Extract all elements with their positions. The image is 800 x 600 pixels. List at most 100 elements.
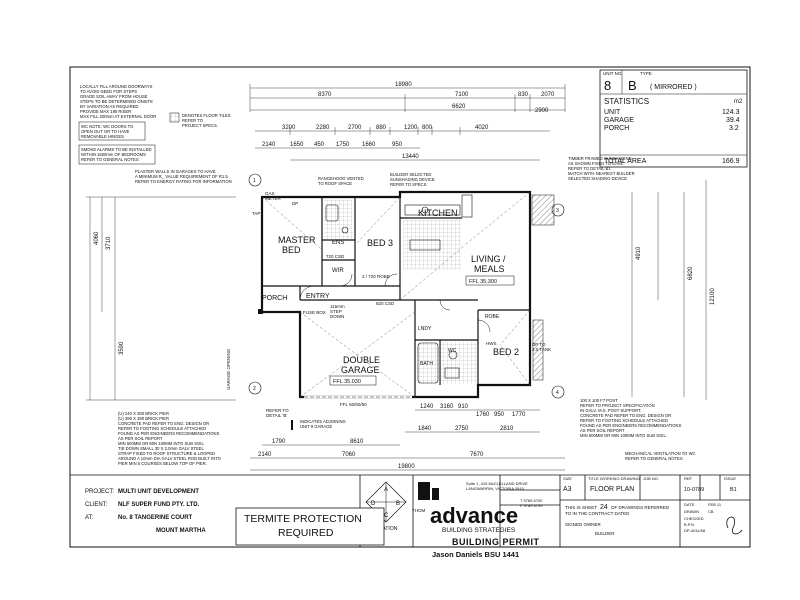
plaster-note: PLASTER WALLS IN GARAGES TO HAVE A MINIM… xyxy=(135,169,232,184)
dims-bottom-d-text: 19800 xyxy=(398,464,415,470)
notes-vent-note-0-text: MECHANICAL VENTILATION TO WC xyxy=(625,451,696,456)
notes-post-note-4-text: REFER TO FOOTING SCHEDULE ATTACHED xyxy=(580,418,668,423)
adjoining-unit-note: INDICATES ADJOINING UNIT 9 GARAGE xyxy=(291,419,346,430)
header-stats-1-value-text: 39.4 xyxy=(726,117,740,124)
rooms-gas-meter-1-text: METER xyxy=(265,196,282,201)
header-stats-1-label-text: GARAGE xyxy=(604,117,634,124)
dims-top-row-0-text: 8370 xyxy=(318,92,332,98)
room-ensuite: ENS xyxy=(332,240,344,246)
firm-logo-mark xyxy=(418,482,430,500)
tank-label: DP TO xyxy=(532,342,546,347)
sunshade-hatch xyxy=(531,194,555,226)
notes-smoke-note-0-text: SMOKE ALARMS TO BE INSTALLED xyxy=(81,147,152,152)
labels-section-marks-2-text: 3 xyxy=(556,208,559,214)
living-ffl: FFL 35.300 xyxy=(469,279,497,285)
dims-bottom-b-1-text: 2750 xyxy=(455,426,469,432)
title-block-client-label-text: CLIENT: xyxy=(85,502,108,508)
downpipe-label: DP xyxy=(292,201,298,206)
ventilation-note: MECHANICAL VENTILATION TO WC REFER TO GE… xyxy=(625,451,696,461)
timber-sunshading-note: TIMBER FRAMED SUNSHADING AS SHOWN FIXED … xyxy=(568,156,635,181)
notes-adjoining-0-text: INDICATES ADJOINING xyxy=(300,419,346,424)
notes-pier-note-4-text: FOUND AS PER ENGINEERS RECOMMENDATIONS xyxy=(118,431,220,436)
notes-floor-tiles-note-1-text: REFER TO xyxy=(182,118,204,123)
dims-row4-5-text: 950 xyxy=(392,142,403,148)
notes-post-note-1-text: REFER TO PROJECT SPECIFICATION xyxy=(580,403,655,408)
notes-timber-note-4-text: SELECTED SHADING DEVICE xyxy=(568,176,627,181)
ensuite-tiles xyxy=(324,199,353,239)
refer-detail-a: REFER TO xyxy=(266,408,289,413)
title-block-date-label-text: DATE xyxy=(684,502,695,507)
notes-post-note-7-text: MIN 500MM OR MIN 100MM INTO SUB SOIL. xyxy=(580,433,667,438)
firm-subtitle: BUILDING STRATEGIES xyxy=(442,527,516,534)
title-block-signed-text: SIGNED OWNER xyxy=(565,522,602,527)
title-block-sheet-text-2-text: OF DRAWINGS REFERRED xyxy=(611,505,670,510)
client-name: NLF SUPER FUND PTY. LTD. xyxy=(118,502,200,508)
dims-bottom-c-0-text: 2140 xyxy=(258,452,272,458)
title-block-elevation-letters-2-text: C xyxy=(384,513,389,519)
bottom-dimensions xyxy=(250,409,565,471)
dims-row3-5-text: 800 xyxy=(422,125,433,131)
header-type-label-text: TYPE xyxy=(640,71,652,76)
right-dimensions xyxy=(631,180,707,400)
labels-section-marks-3-text: 4 xyxy=(556,390,559,396)
ensuite-door-dim: 720 CSD xyxy=(326,254,345,259)
wall-hatch-right xyxy=(532,319,544,381)
labels-refer-detail-1-text: DETAIL 'B' xyxy=(266,413,287,418)
header-statistics-label-text: STATISTICS xyxy=(604,97,649,106)
title-block-ref-label-text: REF xyxy=(684,476,693,481)
roof-lines xyxy=(261,191,531,398)
ffl-ground-label: FFL 60/60/50 xyxy=(340,402,367,407)
header-stats-0-label-text: UNIT xyxy=(604,109,621,116)
title-block xyxy=(70,474,750,547)
dims-left-col-0-text: 4060 xyxy=(94,231,100,245)
notes-rangehood-note-1-text: TO ROOF SPACE xyxy=(318,181,352,186)
unit-type: B xyxy=(628,78,637,93)
plan-internal-walls xyxy=(262,197,530,397)
title-block-elevation-letters-0-text: A xyxy=(384,487,388,493)
notes-floor-tiles-note-2-text: PROJECT SPECS. xyxy=(182,123,218,128)
dims-top-row-2-text: 830 xyxy=(518,92,529,98)
title-block-sheet-text-3-text: TO IN THE CONTRACT DATED xyxy=(565,511,630,516)
dims-row4-2-text: 450 xyxy=(314,142,325,148)
wc-note: WC NOTE: WC DOORS TO OPEN OUT OR TO HAVE… xyxy=(81,124,134,139)
title-block-termite-1-text: REQUIRED xyxy=(278,527,334,539)
room-wir: WIR xyxy=(332,268,344,274)
rooms-master-1-text: BED xyxy=(282,245,301,255)
notes-wc-note-2-text: REMOVABLE HINGES xyxy=(81,134,124,139)
wet-area-tiles xyxy=(417,342,477,384)
step-down-label: 115mm xyxy=(330,304,345,309)
title-block-builder-text: BUILDER xyxy=(595,531,615,536)
checker-signature-mark xyxy=(726,516,743,535)
dims-bottom-c-2-text: 7670 xyxy=(470,452,484,458)
notes-pier-note-0-text: (U) 240 X 300 BRICK PIER xyxy=(118,411,169,416)
notes-pier-note-9-text: AROUND A 10mm DIA GALV STEEL ROD BUILT I… xyxy=(118,456,222,461)
dims-row3-6-text: 4020 xyxy=(475,125,489,131)
title-block-firm-address-1-text: LANGWARRIN, VICTORIA 3910 xyxy=(466,486,525,491)
dims-top-row-1-text: 7100 xyxy=(455,92,469,98)
title-block-elevation-letters-3-text: D xyxy=(371,501,376,507)
notes-post-note-0-text: 100 X 100 F7 POST xyxy=(580,398,618,403)
notes-pier-note-3-text: REFER TO FOOTING SCHEDULE ATTACHED xyxy=(118,426,206,431)
header-total-label-text: TOTAL AREA xyxy=(604,158,647,165)
notes-pier-note-2-text: CONCRETE PAD REFER TO ENG. DESIGN OR xyxy=(118,421,209,426)
notes-wc-note-0-text: WC NOTE: WC DOORS TO xyxy=(81,124,134,129)
rooms-step-1-text: STEP xyxy=(330,309,342,314)
floor-tiles-note: DENOTES FLOOR TILES REFER TO PROJECT SPE… xyxy=(182,113,231,128)
cupboard-dim: 820 CSD xyxy=(376,301,395,306)
sheet-border xyxy=(69,66,751,548)
signature: Jason Daniels BSU 1441 xyxy=(432,550,519,559)
notes-post-note-3-text: CONCRETE PAD REFER TO ENG. DESIGN OR xyxy=(580,413,671,418)
title-block-firm-phone-0-text: T 9789 6700 xyxy=(520,498,543,503)
title-block-checked-label-text: CHECKED xyxy=(684,516,704,521)
room-porch: PORCH xyxy=(262,295,287,302)
dims-inner-bottom-0-text: 1240 xyxy=(420,404,434,410)
dims-row3-2-text: 2700 xyxy=(348,125,362,131)
section-markers xyxy=(248,173,565,399)
notes-pier-note-7-text: TIE DOWN SMALL 30 X 2.0mm GALV STEEL xyxy=(118,446,205,451)
dims-row5-text: 13440 xyxy=(402,154,419,160)
ref-number: 10-0789 xyxy=(684,487,704,493)
notes-steps-note-1-text: TO AVOID NEED FOR STEPS xyxy=(80,89,137,94)
tap-label: TAP xyxy=(252,211,260,216)
dims-row4-0-text: 2140 xyxy=(262,142,276,148)
kitchen-tiles xyxy=(403,220,461,270)
